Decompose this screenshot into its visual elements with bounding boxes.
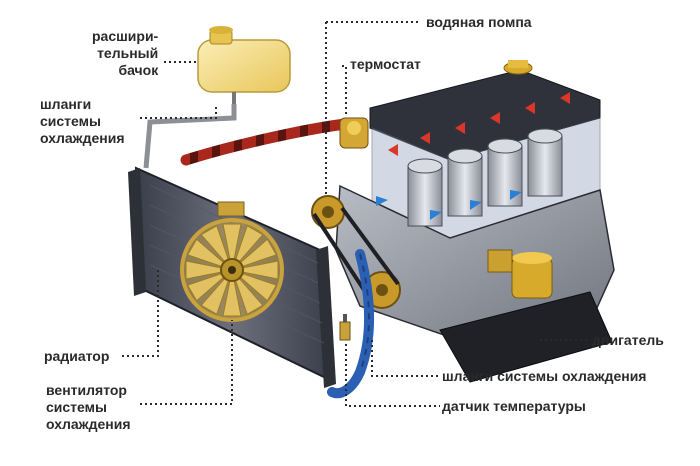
upper-hose-icon [146,104,345,168]
hoses-left-label: шланги системы охлаждения [40,96,125,147]
hoses-left-label-line1: шланги [40,96,125,113]
hoses-left-label-line3: охлаждения [40,130,125,147]
water-pump-label: водяная помпа [426,14,532,31]
expansion-tank-label: расшири- тельный бачок [92,28,158,79]
expansion-tank-icon [198,26,290,104]
fan-label-line1: вентилятор [46,382,131,399]
hoses-left-label-line2: системы [40,113,125,130]
hoses-bottom-label: шланги системы охлаждения [442,368,646,385]
expansion-tank-label-line1: расшири- [92,28,158,45]
thermostat-icon [340,118,368,148]
expansion-tank-label-line2: тельный [92,45,158,62]
fan-label-line3: охлаждения [46,416,131,433]
temperature-sensor-label: датчик температуры [442,398,586,415]
engine-block-icon [336,60,614,382]
thermostat-label: термостат [350,56,421,73]
expansion-tank-label-line3: бачок [92,62,158,79]
radiator-label: радиатор [44,348,109,365]
engine-label: двигатель [592,332,664,349]
temperature-sensor-icon [340,314,350,340]
fan-icon [182,220,282,320]
fan-label-line2: системы [46,399,131,416]
fan-label: вентилятор системы охлаждения [46,382,131,433]
